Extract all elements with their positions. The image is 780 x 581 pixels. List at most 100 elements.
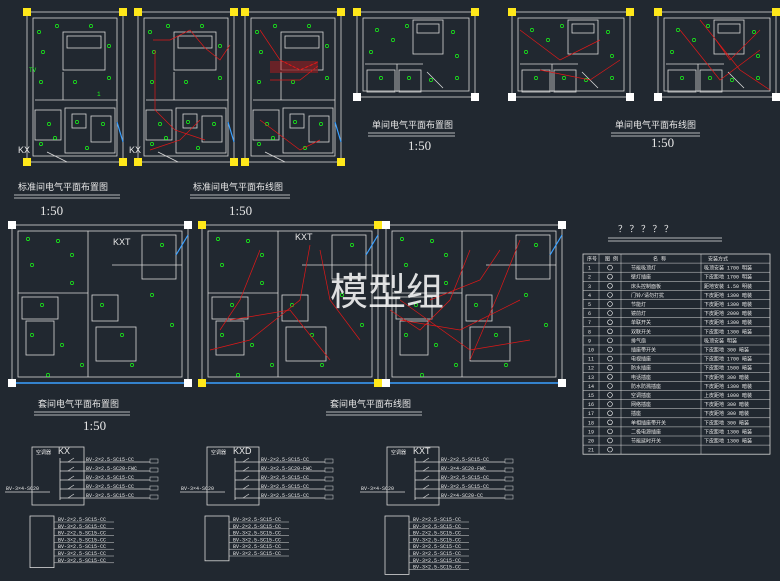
- circuit-label: BV-3×2.5-SC15-CC: [261, 475, 309, 481]
- legend-name: 壁灯插座: [631, 274, 651, 281]
- wall: [17, 230, 183, 378]
- device-symbol: [534, 76, 538, 80]
- list-label: BV-2×2.5-SC15-CC: [413, 531, 461, 537]
- legend-name: 电视插座: [631, 356, 651, 363]
- column-marker: [230, 8, 238, 16]
- device-symbol: [375, 28, 379, 32]
- wall: [567, 19, 599, 55]
- column-marker: [230, 158, 238, 166]
- wall: [32, 17, 118, 157]
- list-label: BV-2×2.5-SC15-CC: [233, 524, 281, 530]
- breaker: [242, 466, 250, 472]
- panel-code: KXT: [413, 446, 431, 456]
- door: [264, 151, 286, 163]
- legend-no: 12: [588, 366, 594, 372]
- load-symbol: [324, 476, 334, 482]
- device-symbol: [257, 80, 261, 84]
- wall: [515, 234, 551, 280]
- column-marker: [184, 379, 192, 387]
- legend-header: 图 例: [605, 256, 618, 263]
- panel-head: 空调器: [211, 449, 226, 456]
- list-label: BV-3×2.5-SC15-CC: [58, 524, 106, 530]
- device-symbol: [60, 343, 64, 347]
- wall: [699, 69, 723, 93]
- device-symbol: [429, 78, 433, 82]
- legend-name: 防水防溅插座: [631, 383, 661, 390]
- list-label: BV-2×2.5-SC15-CC: [58, 531, 106, 537]
- wire: [149, 119, 201, 151]
- panel-box: [206, 446, 260, 506]
- device-symbol: [216, 237, 220, 241]
- wall: [201, 115, 223, 143]
- legend-mount: 吸顶安装 明装: [704, 337, 737, 344]
- legend-name: 镜前灯: [631, 310, 646, 317]
- device-symbol: [120, 333, 124, 337]
- window: [365, 234, 379, 256]
- door: [727, 71, 745, 89]
- device-symbol: [546, 38, 550, 42]
- list-label: BV-3×2.5-SC15-CC: [413, 537, 461, 543]
- panel-code: KXD: [233, 446, 252, 456]
- device-symbol: [270, 363, 274, 367]
- legend-symbol: [607, 274, 613, 280]
- wall: [143, 17, 229, 157]
- list-label: BV-3×2.5-SC15-CC: [58, 558, 106, 564]
- column-marker: [23, 8, 31, 16]
- breaker: [67, 466, 75, 472]
- wall: [289, 113, 305, 129]
- column-marker: [654, 8, 662, 16]
- column-marker: [508, 8, 516, 16]
- device-symbol: [160, 243, 164, 247]
- wire: [539, 59, 621, 81]
- legend-name: 网络插座: [631, 401, 651, 408]
- suite-plan: [382, 221, 566, 387]
- device-symbol: [420, 373, 424, 377]
- wall: [521, 69, 551, 93]
- device-symbol: [260, 281, 264, 285]
- device-symbol: [164, 136, 168, 140]
- wall: [469, 326, 511, 362]
- circuit-label: BV-3×2.5-SC20-FWC: [86, 466, 137, 472]
- column-marker: [374, 221, 382, 229]
- legend-mount: 下皮距地 300 暗装: [704, 401, 749, 408]
- legend-no: 9: [588, 338, 591, 344]
- scale-suite: 1:50: [83, 418, 106, 433]
- column-marker: [626, 8, 634, 16]
- panel-tag-suite-1: KXT: [113, 237, 131, 247]
- column-marker: [119, 8, 127, 16]
- device-symbol: [350, 243, 354, 247]
- legend-mount: 下皮距地 1300 暗装: [704, 319, 752, 326]
- column-marker: [558, 221, 566, 229]
- legend-mount: 距地安装 1.50 明装: [704, 283, 752, 290]
- device-symbol: [584, 78, 588, 82]
- legend-symbol: [607, 292, 613, 298]
- list-label: BV-3×2.5-SC15-CC: [233, 544, 281, 550]
- legend-symbol: [607, 355, 613, 362]
- scale-std-layout: 1:50: [40, 203, 63, 218]
- device-symbol: [325, 76, 329, 80]
- device-symbol: [30, 263, 34, 267]
- window: [116, 121, 124, 143]
- breaker: [67, 457, 75, 463]
- legend-symbol: [607, 328, 613, 334]
- device-symbol: [405, 24, 409, 28]
- breaker: [242, 493, 250, 499]
- circuit-label: BV-3×2.5-SC15-CC: [441, 484, 489, 490]
- breaker: [242, 457, 250, 463]
- wall: [244, 11, 342, 163]
- legend-no: 7: [588, 320, 591, 326]
- device-symbol: [236, 373, 240, 377]
- legend-no: 3: [588, 284, 591, 290]
- device-symbol: [451, 30, 455, 34]
- circuit-label: BV-3×2.5-SC15-CC: [441, 475, 489, 481]
- circuit-label: BV-3×2.5-SC15-CC: [86, 475, 134, 481]
- device-symbol: [75, 120, 79, 124]
- panel-head: 空调器: [391, 449, 406, 456]
- wire: [259, 119, 321, 151]
- scale-std-wiring: 1:50: [229, 203, 252, 218]
- suite-plan: [8, 221, 192, 387]
- column-marker: [471, 8, 479, 16]
- wall: [571, 23, 595, 34]
- device-symbol: [414, 303, 418, 307]
